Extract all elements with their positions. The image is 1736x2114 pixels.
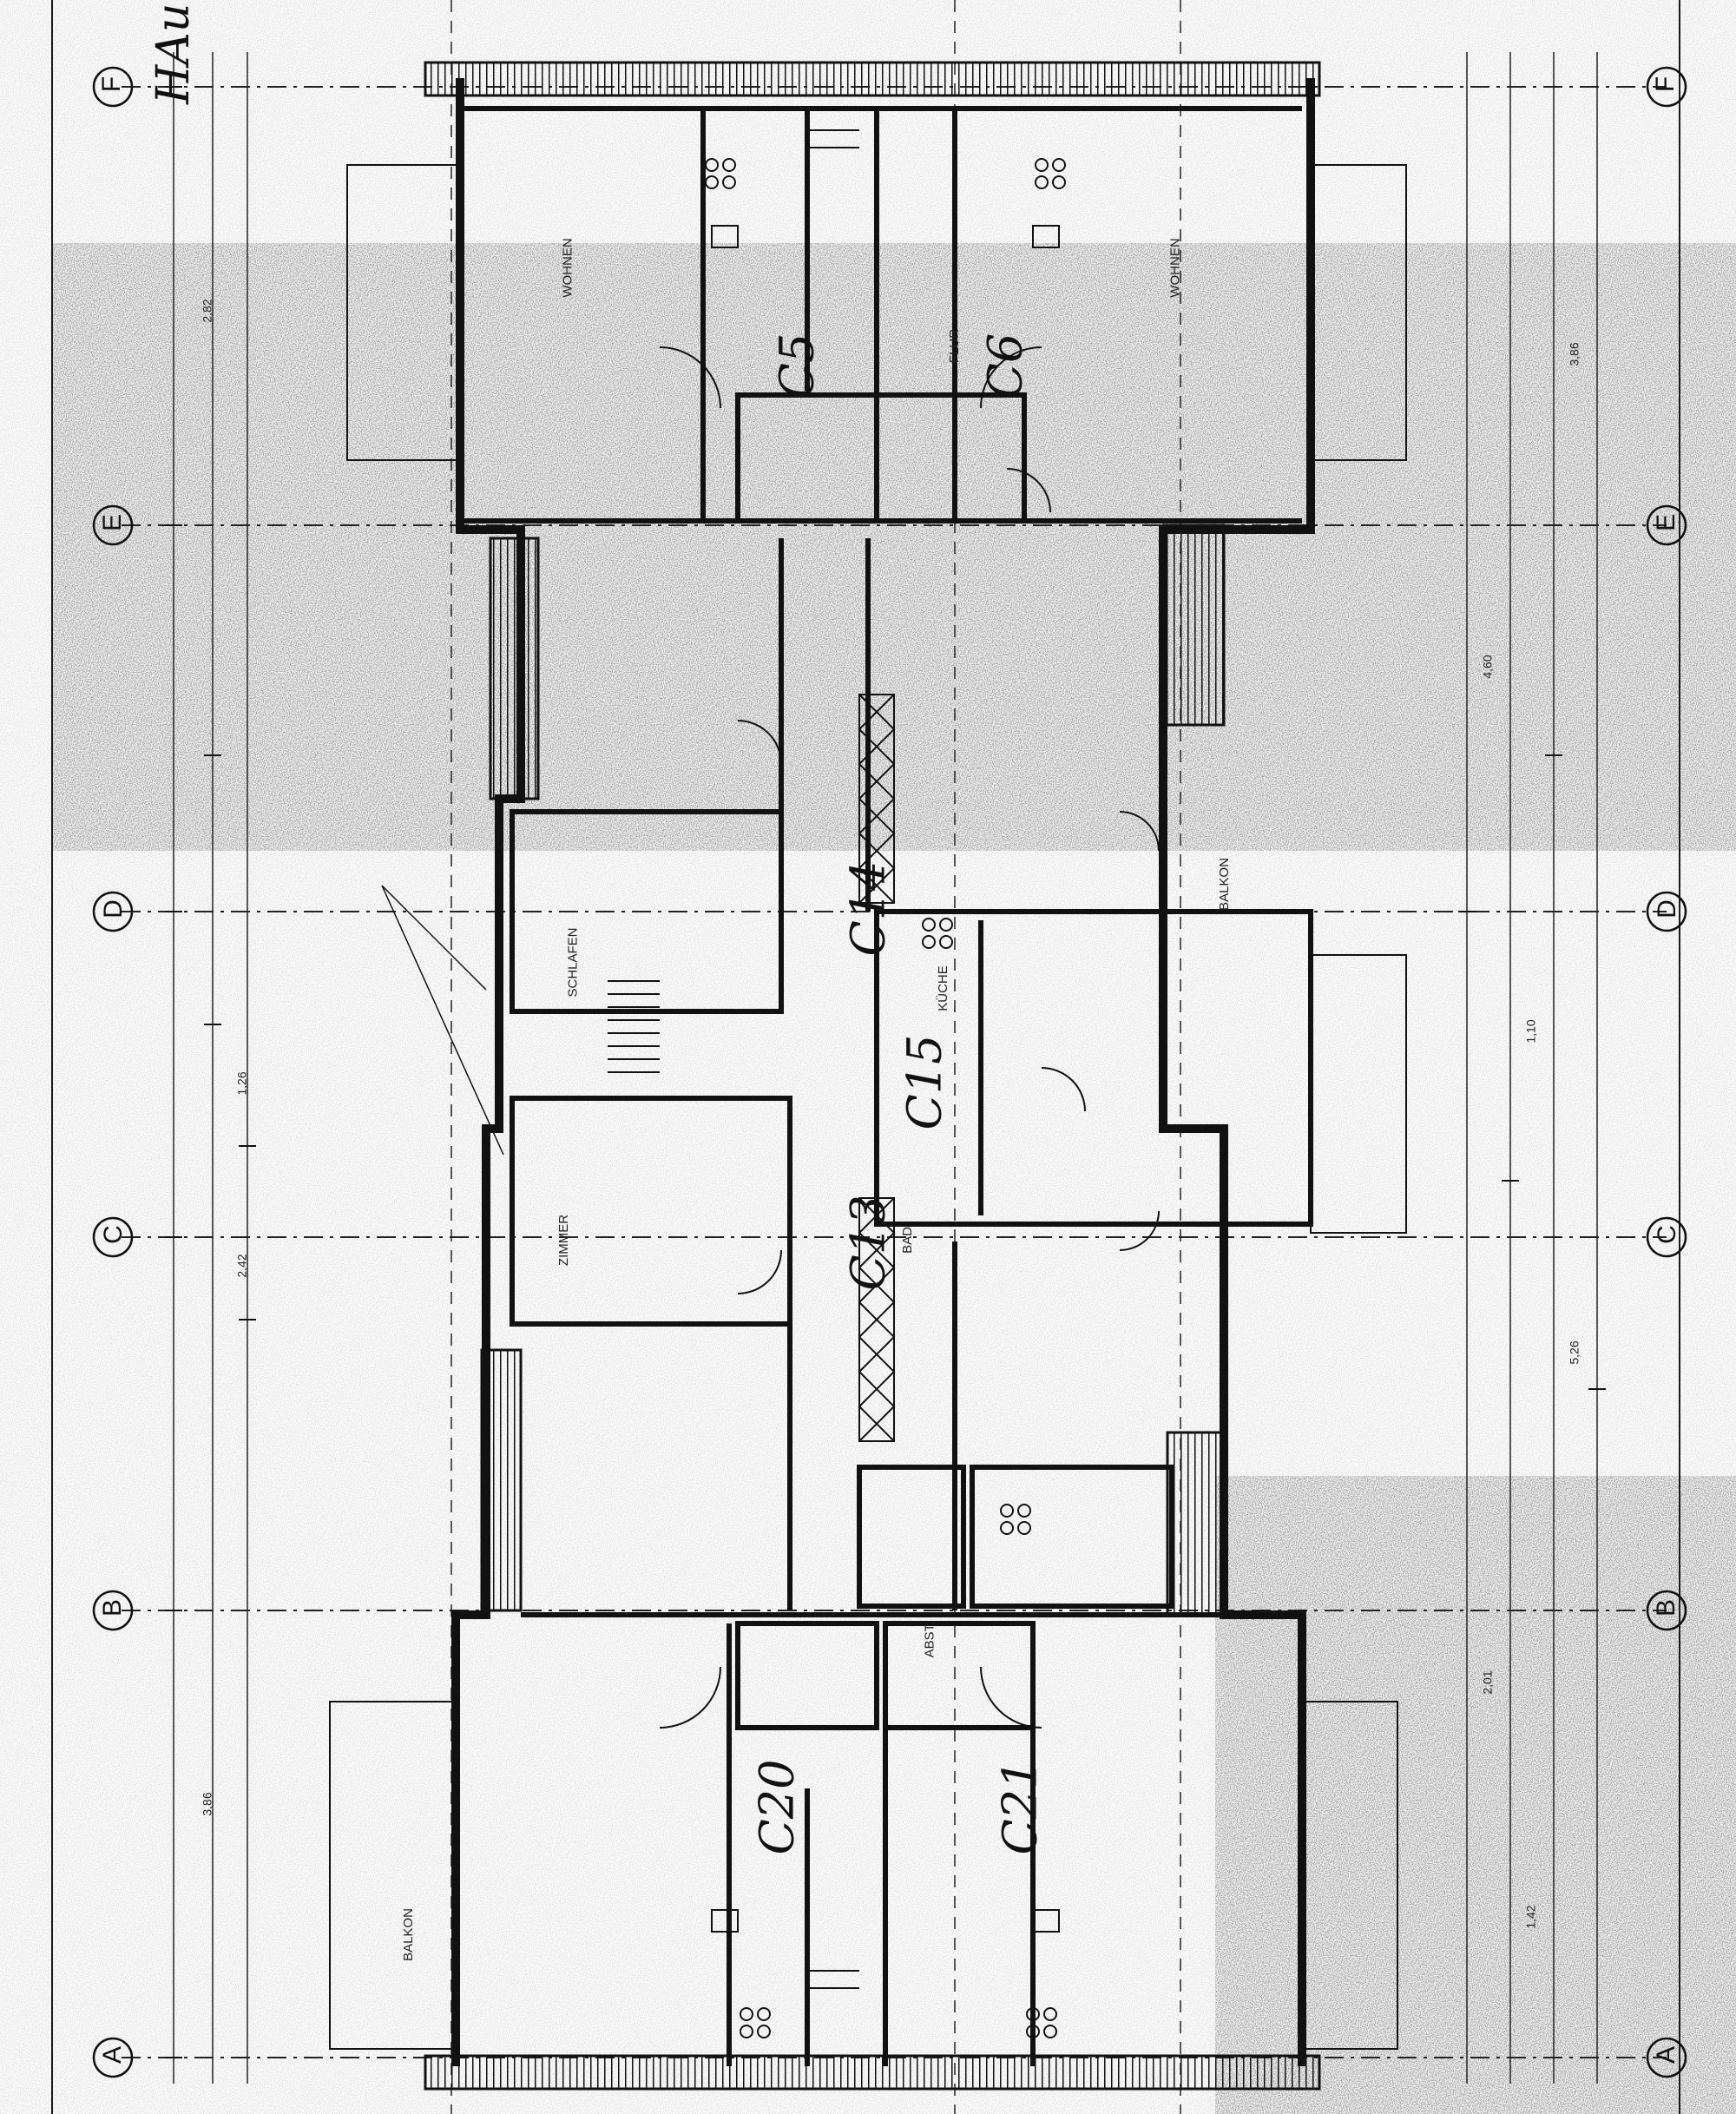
dimension-lines xyxy=(173,52,1598,2084)
axis-label-top-d: D xyxy=(98,899,128,919)
unit-label-c15: C15 xyxy=(897,1034,952,1130)
exterior-walls xyxy=(451,78,1315,2066)
axis-label-bottom-f: F xyxy=(1651,76,1680,93)
axis-label-bottom-d: D xyxy=(1652,899,1681,919)
room-label-flur-1: FLUR xyxy=(947,328,963,364)
room-label-wohnen-2: WOHNEN xyxy=(1167,238,1183,298)
dim-text-9: 3,86 xyxy=(1567,342,1581,366)
axis-label-top-a: A xyxy=(98,2045,128,2065)
stair-cores xyxy=(480,524,1226,1617)
unit-label-c21: C21 xyxy=(992,1759,1048,1855)
dim-text-6: 1,10 xyxy=(1523,1019,1538,1044)
axis-label-top-f: F xyxy=(97,76,127,93)
dim-text-3: 3,86 xyxy=(200,1792,214,1816)
handwritten-title: HAu xyxy=(148,3,200,104)
dim-text-5: 4,60 xyxy=(1480,655,1495,679)
stair-steps xyxy=(608,129,859,1989)
dim-text-7: 5,26 xyxy=(1567,1340,1581,1365)
axis-label-bottom-b: B xyxy=(1652,1598,1681,1617)
room-label-balkon-1: BALKON xyxy=(1216,858,1232,911)
unit-label-c6: C6 xyxy=(977,333,1033,399)
interior-walls xyxy=(460,106,1313,2066)
facade-hatch xyxy=(424,61,1321,2091)
room-label-balkon-2: BALKON xyxy=(400,1908,416,1961)
room-label-kueche: KÜCHE xyxy=(935,965,950,1011)
balconies xyxy=(329,164,1407,2050)
axis-label-top-e: E xyxy=(98,513,128,532)
dim-text-1: 2,82 xyxy=(200,299,214,323)
axis-label-bottom-e: E xyxy=(1652,513,1681,532)
door-swings xyxy=(659,346,1160,1729)
room-label-schlafen-1: SCHLAFEN xyxy=(565,927,581,998)
axis-label-bottom-c: C xyxy=(1652,1225,1681,1244)
unit-label-c5: C5 xyxy=(769,333,825,399)
dim-text-2: 1,26 xyxy=(234,1071,249,1096)
axis-label-top-c: C xyxy=(98,1225,128,1244)
shaft-corridor xyxy=(858,694,896,1442)
axis-label-top-b: B xyxy=(98,1598,128,1617)
dim-text-8: 2,01 xyxy=(1480,1670,1495,1695)
unit-label-c20: C20 xyxy=(749,1759,805,1855)
room-label-bad: BAD xyxy=(899,1227,915,1254)
fixtures xyxy=(705,158,1066,2038)
dim-text-4: 2,42 xyxy=(234,1254,249,1278)
room-label-zimmer: ZIMMER xyxy=(556,1214,572,1267)
unit-label-c14: C14 xyxy=(840,860,896,957)
axis-label-bottom-a: A xyxy=(1652,2045,1681,2065)
dim-text-10: 1,42 xyxy=(1523,1905,1538,1929)
unit-label-c13: C13 xyxy=(840,1195,896,1291)
room-label-abst: ABST. xyxy=(922,1621,937,1658)
room-label-wohnen-1: WOHNEN xyxy=(560,238,575,298)
